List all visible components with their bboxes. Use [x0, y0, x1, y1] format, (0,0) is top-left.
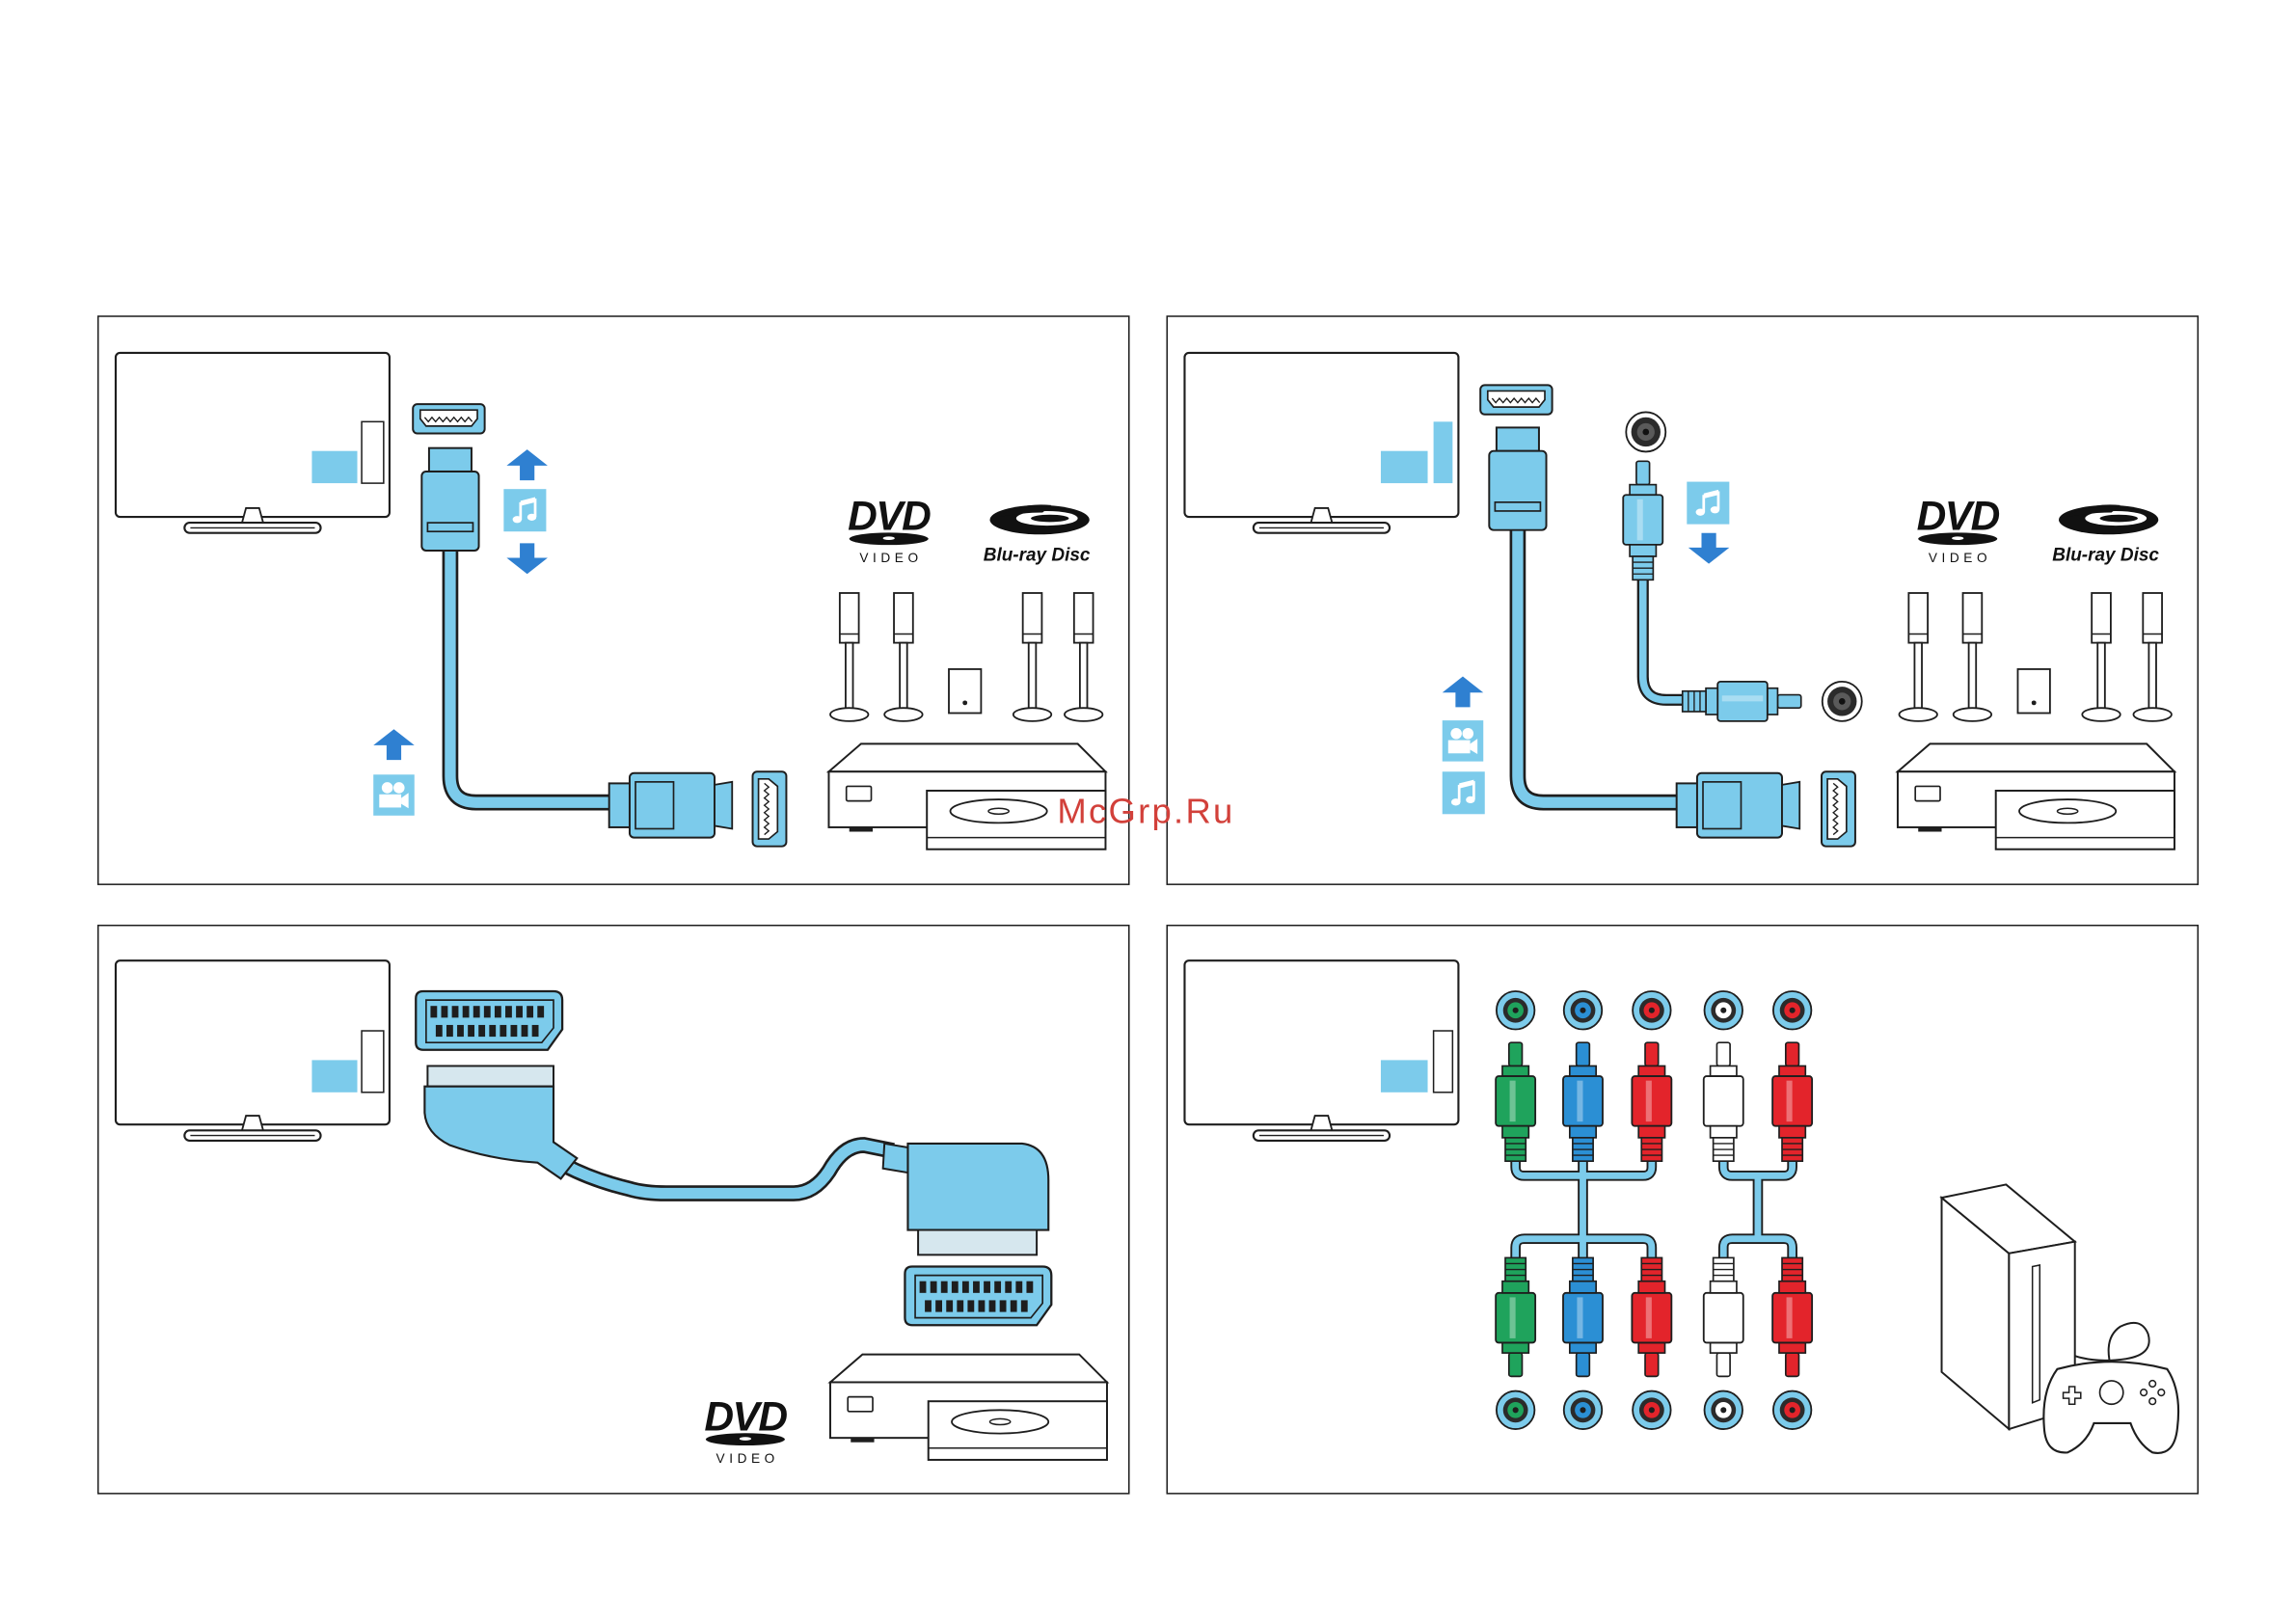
rca-jack-red: [1773, 991, 1811, 1029]
tv-icon: [116, 353, 390, 533]
rca-jack-green: [1497, 991, 1534, 1029]
dvd-logo-subtitle: VIDEO: [1929, 551, 1991, 565]
rca-jack-blue: [1564, 1391, 1602, 1429]
hdmi-plug-tv-end: [1489, 427, 1546, 529]
dvd-video-logo: DVD VIDEO: [848, 495, 931, 565]
music-note-icon: [1687, 482, 1729, 525]
tv-icon: [1184, 960, 1458, 1141]
camera-icon: [373, 774, 415, 816]
tv-connector-highlight: [1434, 421, 1453, 483]
rca-jack-red: [1633, 1391, 1670, 1429]
music-note-icon: [503, 489, 546, 531]
tv-connector-highlight: [362, 421, 384, 483]
tv-connector-panel: [1381, 451, 1428, 483]
hdmi-port-tv: [1480, 385, 1552, 414]
bluray-logo-title: Blu-ray Disc: [984, 546, 1091, 566]
tv-icon: [116, 960, 390, 1141]
camera-icon: [1443, 720, 1484, 762]
tv-connector-panel: [1381, 1060, 1428, 1092]
watermark: McGrp.Ru: [1057, 791, 1234, 830]
hdmi-port-device: [753, 771, 787, 846]
dvd-video-logo: DVD VIDEO: [704, 1395, 787, 1466]
bluray-logo-title: Blu-ray Disc: [2052, 546, 2159, 566]
scart-port-device: [905, 1266, 1051, 1325]
music-note-icon: [1443, 771, 1485, 814]
hdmi-port-tv: [413, 404, 484, 433]
panel-scart-connection: DVD VIDEO: [98, 926, 1129, 1494]
tv-connector-panel: [311, 1060, 357, 1092]
panel-hdmi-connection: DVD VIDEO Blu-ray Disc: [98, 316, 1129, 884]
rca-jack-white: [1705, 991, 1742, 1029]
rca-jack-white: [1705, 1391, 1742, 1429]
dvd-video-logo: DVD VIDEO: [1917, 495, 2000, 565]
coax-jack-device: [1823, 682, 1862, 721]
rca-jack-red: [1773, 1391, 1811, 1429]
tv-connector-highlight: [1434, 1031, 1453, 1093]
rca-jack-green: [1497, 1391, 1534, 1429]
rca-jack-blue: [1564, 991, 1602, 1029]
hdmi-plug-device-end: [1677, 773, 1800, 838]
hdmi-plug-tv-end: [421, 448, 478, 551]
coax-jack-tv: [1626, 412, 1665, 451]
tv-icon: [1184, 353, 1458, 533]
tv-connector-panel: [311, 451, 357, 483]
tv-connector-highlight: [362, 1031, 384, 1093]
hdmi-port-device: [1822, 771, 1855, 846]
dvd-logo-subtitle: VIDEO: [716, 1451, 779, 1466]
dvd-logo-subtitle: VIDEO: [859, 551, 922, 565]
scart-port-tv: [416, 991, 562, 1050]
rca-jack-red: [1633, 991, 1670, 1029]
panel-component-video-connection: [1167, 926, 2198, 1494]
panel-hdmi-coaxial-connection: DVD VIDEO Blu-ray Disc: [1167, 316, 2198, 884]
hdmi-plug-device-end: [609, 773, 733, 838]
